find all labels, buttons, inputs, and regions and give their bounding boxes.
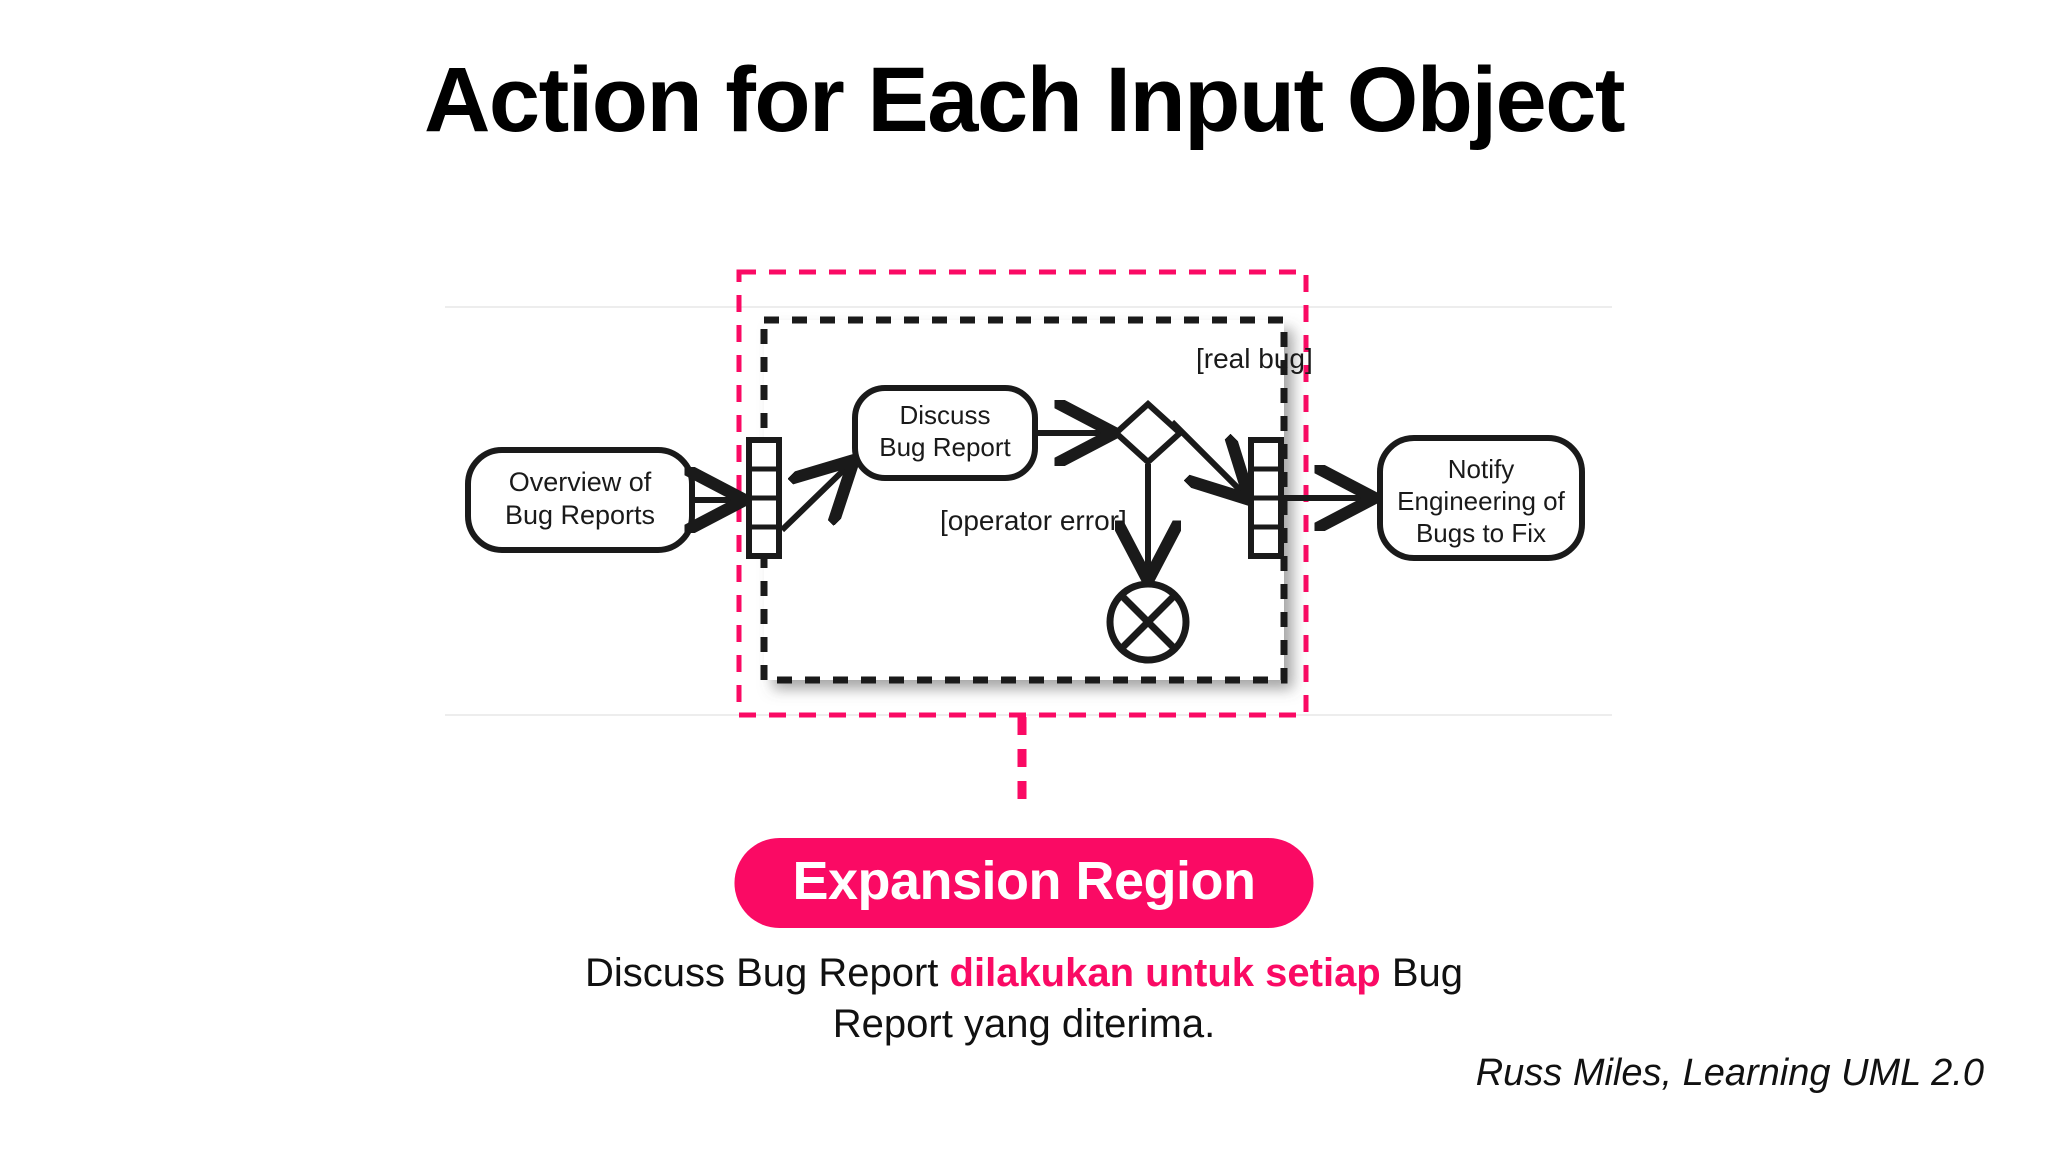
expansion-region-badge: Expansion Region — [734, 838, 1314, 929]
flow-decision-to-output-node — [1169, 419, 1248, 498]
background-guide-lines — [445, 306, 1612, 716]
source-attribution: Russ Miles, Learning UML 2.0 — [1475, 1052, 1984, 1094]
page-title: Action for Each Input Object — [423, 49, 1626, 151]
output-expansion-node — [1248, 437, 1284, 559]
caption-tail: Bug Report yang diterima. — [832, 951, 1464, 1047]
caption-text: Discuss Bug Report dilakukan untuk setia… — [574, 948, 1474, 1050]
caption-highlight: dilakukan untuk setiap — [949, 951, 1381, 995]
decision-diamond — [1111, 399, 1185, 467]
flow-input-node-to-discuss — [779, 462, 852, 533]
guard-label-operator-error: [operator error] — [940, 505, 1127, 536]
callout-dashed-arrow — [1017, 717, 1027, 810]
flow-final-circle — [1106, 580, 1190, 664]
expansion-region-shadow-group — [764, 320, 1284, 680]
pink-highlight-box — [736, 269, 1309, 718]
input-expansion-node — [746, 437, 782, 559]
guard-label-real-bug: [real bug] — [1196, 343, 1313, 374]
caption-lead: Discuss Bug Report — [584, 951, 950, 995]
